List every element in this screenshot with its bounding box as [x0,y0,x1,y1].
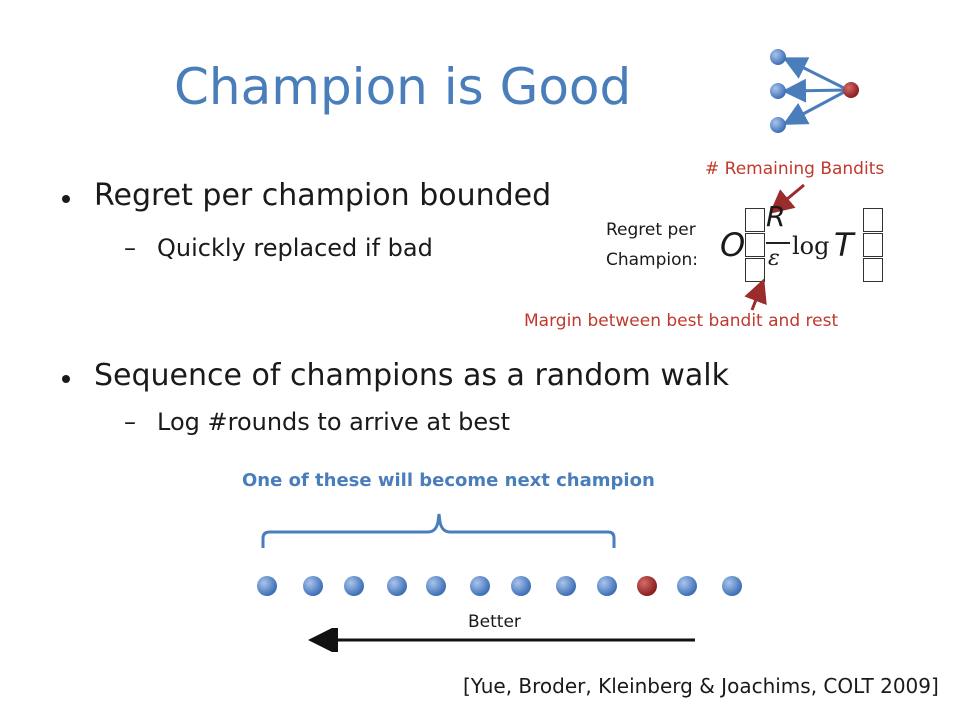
citation: [Yue, Broder, Kleinberg & Joachims, COLT… [463,674,939,698]
curly-brace [261,513,616,548]
formula-box [863,208,883,232]
formula-denominator: ε [768,246,780,271]
bullet-2-sub: Log #rounds to arrive at best [157,408,511,436]
node-blue [677,576,697,596]
node-blue [387,576,407,596]
node-blue [511,576,531,596]
formula-log: log [792,232,830,260]
arrow-icon [744,278,767,311]
node-blue [722,576,742,596]
formula-box [745,208,765,232]
better-label: Better [468,612,521,632]
icon-node-red [843,82,859,98]
slide-title: Champion is Good [174,58,632,116]
icon-node-blue [770,83,786,99]
champion-node-row [257,576,742,596]
icon-node-blue [770,49,786,65]
arrow-icon [769,183,805,214]
formula-label-2: Champion: [606,250,699,270]
node-blue [426,576,446,596]
node-red [637,576,657,596]
formula-big-o: O [720,226,746,264]
formula-box [745,233,765,257]
sub-dash: – [124,234,136,262]
bullet-1-text: Regret per champion bounded [94,178,552,213]
node-blue [257,576,277,596]
bullet-dot [62,375,70,383]
node-blue [344,576,364,596]
margin-note: Margin between best bandit and rest [524,311,839,331]
formula-t: T [834,226,854,264]
formula-label-1: Regret per [606,220,696,240]
icon-node-blue [770,117,786,133]
formula-numerator: R [766,200,786,233]
bandit-graph-icon [770,49,859,133]
better-arrow [308,628,695,652]
node-blue [470,576,490,596]
bullet-dot [62,195,70,203]
node-blue [597,576,617,596]
remaining-bandits-note: # Remaining Bandits [705,159,885,179]
bullet-1-sub: Quickly replaced if bad [157,234,433,262]
formula-fraction-bar [766,242,790,244]
bullet-2-text: Sequence of champions as a random walk [94,358,729,393]
brace-label: One of these will become next champion [242,470,655,491]
node-blue [303,576,323,596]
sub-dash: – [124,408,136,436]
formula-box [863,258,883,282]
formula-box [863,233,883,257]
node-blue [556,576,576,596]
